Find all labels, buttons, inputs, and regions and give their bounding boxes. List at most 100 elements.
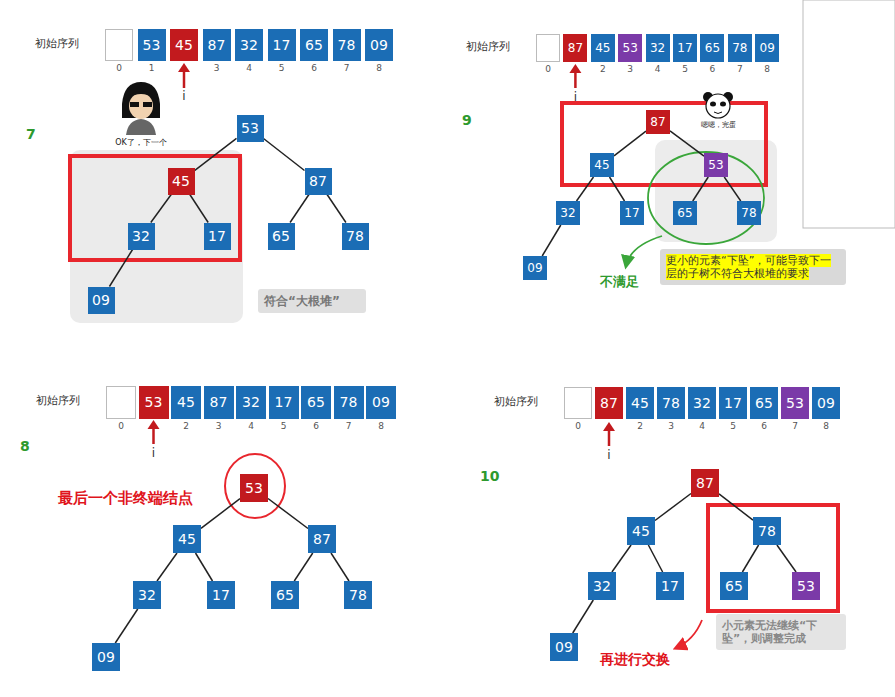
tree-edge	[612, 545, 631, 572]
heap-node: 78	[342, 223, 369, 250]
node-text: 17	[661, 578, 679, 595]
annotation: OK了，下一个	[115, 138, 167, 148]
node-text: 53	[708, 158, 723, 172]
array-cell: 78	[657, 387, 685, 419]
node-text: 53	[245, 480, 263, 497]
red-frame	[70, 156, 240, 260]
index-number: 7	[344, 63, 350, 74]
heap-node: 09	[523, 256, 547, 280]
node-text: 17	[677, 41, 692, 55]
node-text: 87	[208, 37, 226, 54]
empty-cell	[564, 387, 592, 419]
side-panel	[803, 0, 895, 228]
heap-node: 87	[305, 168, 332, 195]
heap-node: 45	[590, 153, 614, 177]
tree-edge	[719, 494, 753, 520]
green-arrow	[626, 236, 662, 266]
array-cell: 17	[268, 29, 296, 61]
index-number: 3	[216, 421, 222, 432]
node-text: 17	[275, 394, 293, 411]
node-text: 32	[693, 395, 711, 412]
index-number: 0	[575, 421, 581, 432]
node-text: 45	[177, 394, 195, 411]
node-text: 09	[817, 395, 835, 412]
index-number: 2	[183, 421, 189, 432]
empty-cell	[106, 386, 136, 419]
node-text: 87	[568, 41, 583, 55]
node-text: 65	[305, 37, 323, 54]
array-cell: 87	[203, 29, 231, 61]
node-text: 17	[724, 395, 742, 412]
index-number: 8	[376, 63, 382, 74]
array-cell: 87	[563, 34, 587, 62]
array-caption: 初始序列	[494, 395, 538, 408]
tree-edge	[264, 139, 305, 171]
node-text: 87	[600, 395, 618, 412]
array-cell: 53	[618, 34, 642, 62]
node-text: 53	[797, 578, 815, 595]
array-cell: 17	[719, 387, 747, 419]
array-cell: 09	[365, 29, 393, 61]
heap-node: 17	[620, 201, 644, 225]
heap-node: 45	[627, 517, 655, 545]
index-number: 6	[761, 421, 767, 432]
step-number: 10	[480, 468, 499, 485]
node-text: 09	[97, 649, 115, 666]
array-cell: 09	[366, 386, 396, 419]
pointer-label: i	[574, 90, 577, 104]
node-text: 32	[560, 206, 575, 220]
node-text: 09	[527, 261, 542, 275]
tree-edge	[151, 195, 171, 223]
node-text: 78	[346, 228, 364, 245]
tree-edge	[109, 250, 132, 287]
node-text: 09	[370, 37, 388, 54]
heap-node: 87	[646, 110, 670, 134]
array-cell: 78	[728, 34, 752, 62]
index-number: 6	[313, 421, 319, 432]
heap-node: 53	[240, 474, 268, 502]
array-cell: 65	[700, 34, 724, 62]
tree-edge	[195, 138, 237, 170]
array-cell: 53	[138, 29, 166, 61]
index-number: 7	[346, 421, 352, 432]
annotation: 嗯嗯，完蛋	[701, 121, 736, 129]
array-cell: 87	[595, 387, 623, 419]
heap-node: 32	[588, 572, 616, 600]
tree-edge	[573, 600, 594, 633]
array-cell: 78	[333, 29, 361, 61]
index-number: 5	[279, 63, 285, 74]
node-text: 32	[242, 394, 260, 411]
array-cell: 32	[236, 386, 266, 419]
step-number: 9	[462, 112, 472, 129]
index-number: 4	[248, 421, 254, 432]
index-number: 2	[637, 421, 643, 432]
node-text: 符合“大根堆”	[264, 294, 360, 308]
array-cell: 17	[269, 386, 299, 419]
heap-node: 45	[168, 168, 195, 195]
node-text: 17	[624, 206, 639, 220]
pointer-arrow	[178, 63, 190, 88]
heap-node: 53	[237, 115, 264, 142]
array-cell: 32	[646, 34, 670, 62]
index-number: 3	[627, 64, 633, 75]
tree-edge	[724, 177, 741, 201]
array-cell: 53	[139, 386, 169, 419]
node-text: 45	[595, 41, 610, 55]
array-cell: 45	[171, 386, 201, 419]
index-number: 0	[116, 63, 122, 74]
tree-edge	[542, 225, 561, 256]
node-text: 09	[555, 639, 573, 656]
cartoon-figure	[122, 82, 160, 135]
heap-node: 53	[704, 153, 728, 177]
tree-edge	[327, 195, 346, 223]
array-cell: 45	[626, 387, 654, 419]
node-text: 45	[172, 173, 190, 190]
tree-edge	[693, 177, 709, 201]
heap-node: 87	[308, 525, 336, 553]
index-number: 4	[655, 64, 661, 75]
node-text: 65	[272, 228, 290, 245]
annotation: 再进行交换	[600, 651, 670, 668]
node-text: 45	[178, 531, 196, 548]
node-text: 53	[145, 394, 163, 411]
pointer-arrow	[569, 64, 581, 88]
